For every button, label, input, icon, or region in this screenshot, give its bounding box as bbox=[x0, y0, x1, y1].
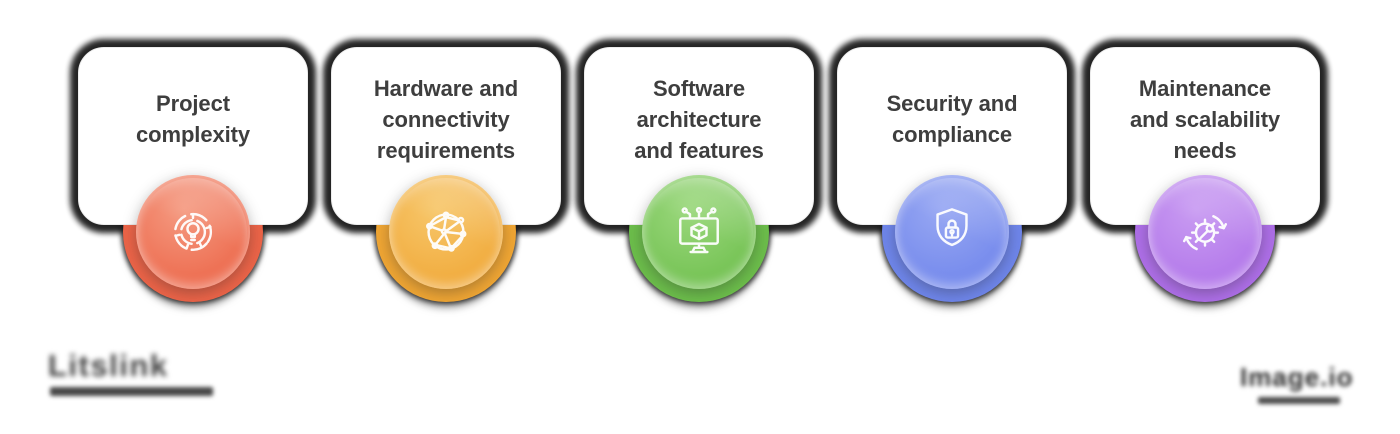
brand-watermark: Image.io bbox=[1240, 362, 1354, 392]
card-title: Maintenance and scalability needs bbox=[1129, 75, 1281, 163]
card-group-hardware-connectivity: Hardware and connectivity requirements bbox=[323, 39, 569, 309]
brand-logo: Litslink bbox=[48, 348, 169, 383]
network-globe-icon bbox=[415, 201, 477, 263]
icon-circle bbox=[642, 175, 756, 289]
card-group-project-complexity: Project complexity bbox=[70, 39, 316, 309]
monitor-cube-icon bbox=[668, 201, 730, 263]
gear-wrench-sync-icon bbox=[1174, 201, 1236, 263]
brand-logo-underline-bar bbox=[50, 387, 213, 396]
cards-row: Project complexity bbox=[70, 39, 1328, 309]
icon-circle bbox=[895, 175, 1009, 289]
icon-circle bbox=[136, 175, 250, 289]
card-title: Hardware and connectivity requirements bbox=[373, 75, 519, 163]
brand-watermark-underline-bar bbox=[1258, 397, 1340, 404]
card: Hardware and connectivity requirements bbox=[331, 47, 561, 225]
card-group-security-compliance: Security and compliance bbox=[829, 39, 1075, 309]
card-title: Software architecture and features bbox=[634, 75, 764, 163]
card: Maintenance and scalability needs bbox=[1090, 47, 1320, 225]
card-title: Project complexity bbox=[136, 91, 250, 147]
maze-lightbulb-icon bbox=[162, 201, 224, 263]
icon-circle bbox=[1148, 175, 1262, 289]
card-group-software-architecture: Software architecture and features bbox=[576, 39, 822, 309]
icon-circle bbox=[389, 175, 503, 289]
card-title: Security and compliance bbox=[886, 91, 1018, 147]
card-group-maintenance-scalability: Maintenance and scalability needs bbox=[1082, 39, 1328, 309]
shield-lock-icon bbox=[921, 201, 983, 263]
